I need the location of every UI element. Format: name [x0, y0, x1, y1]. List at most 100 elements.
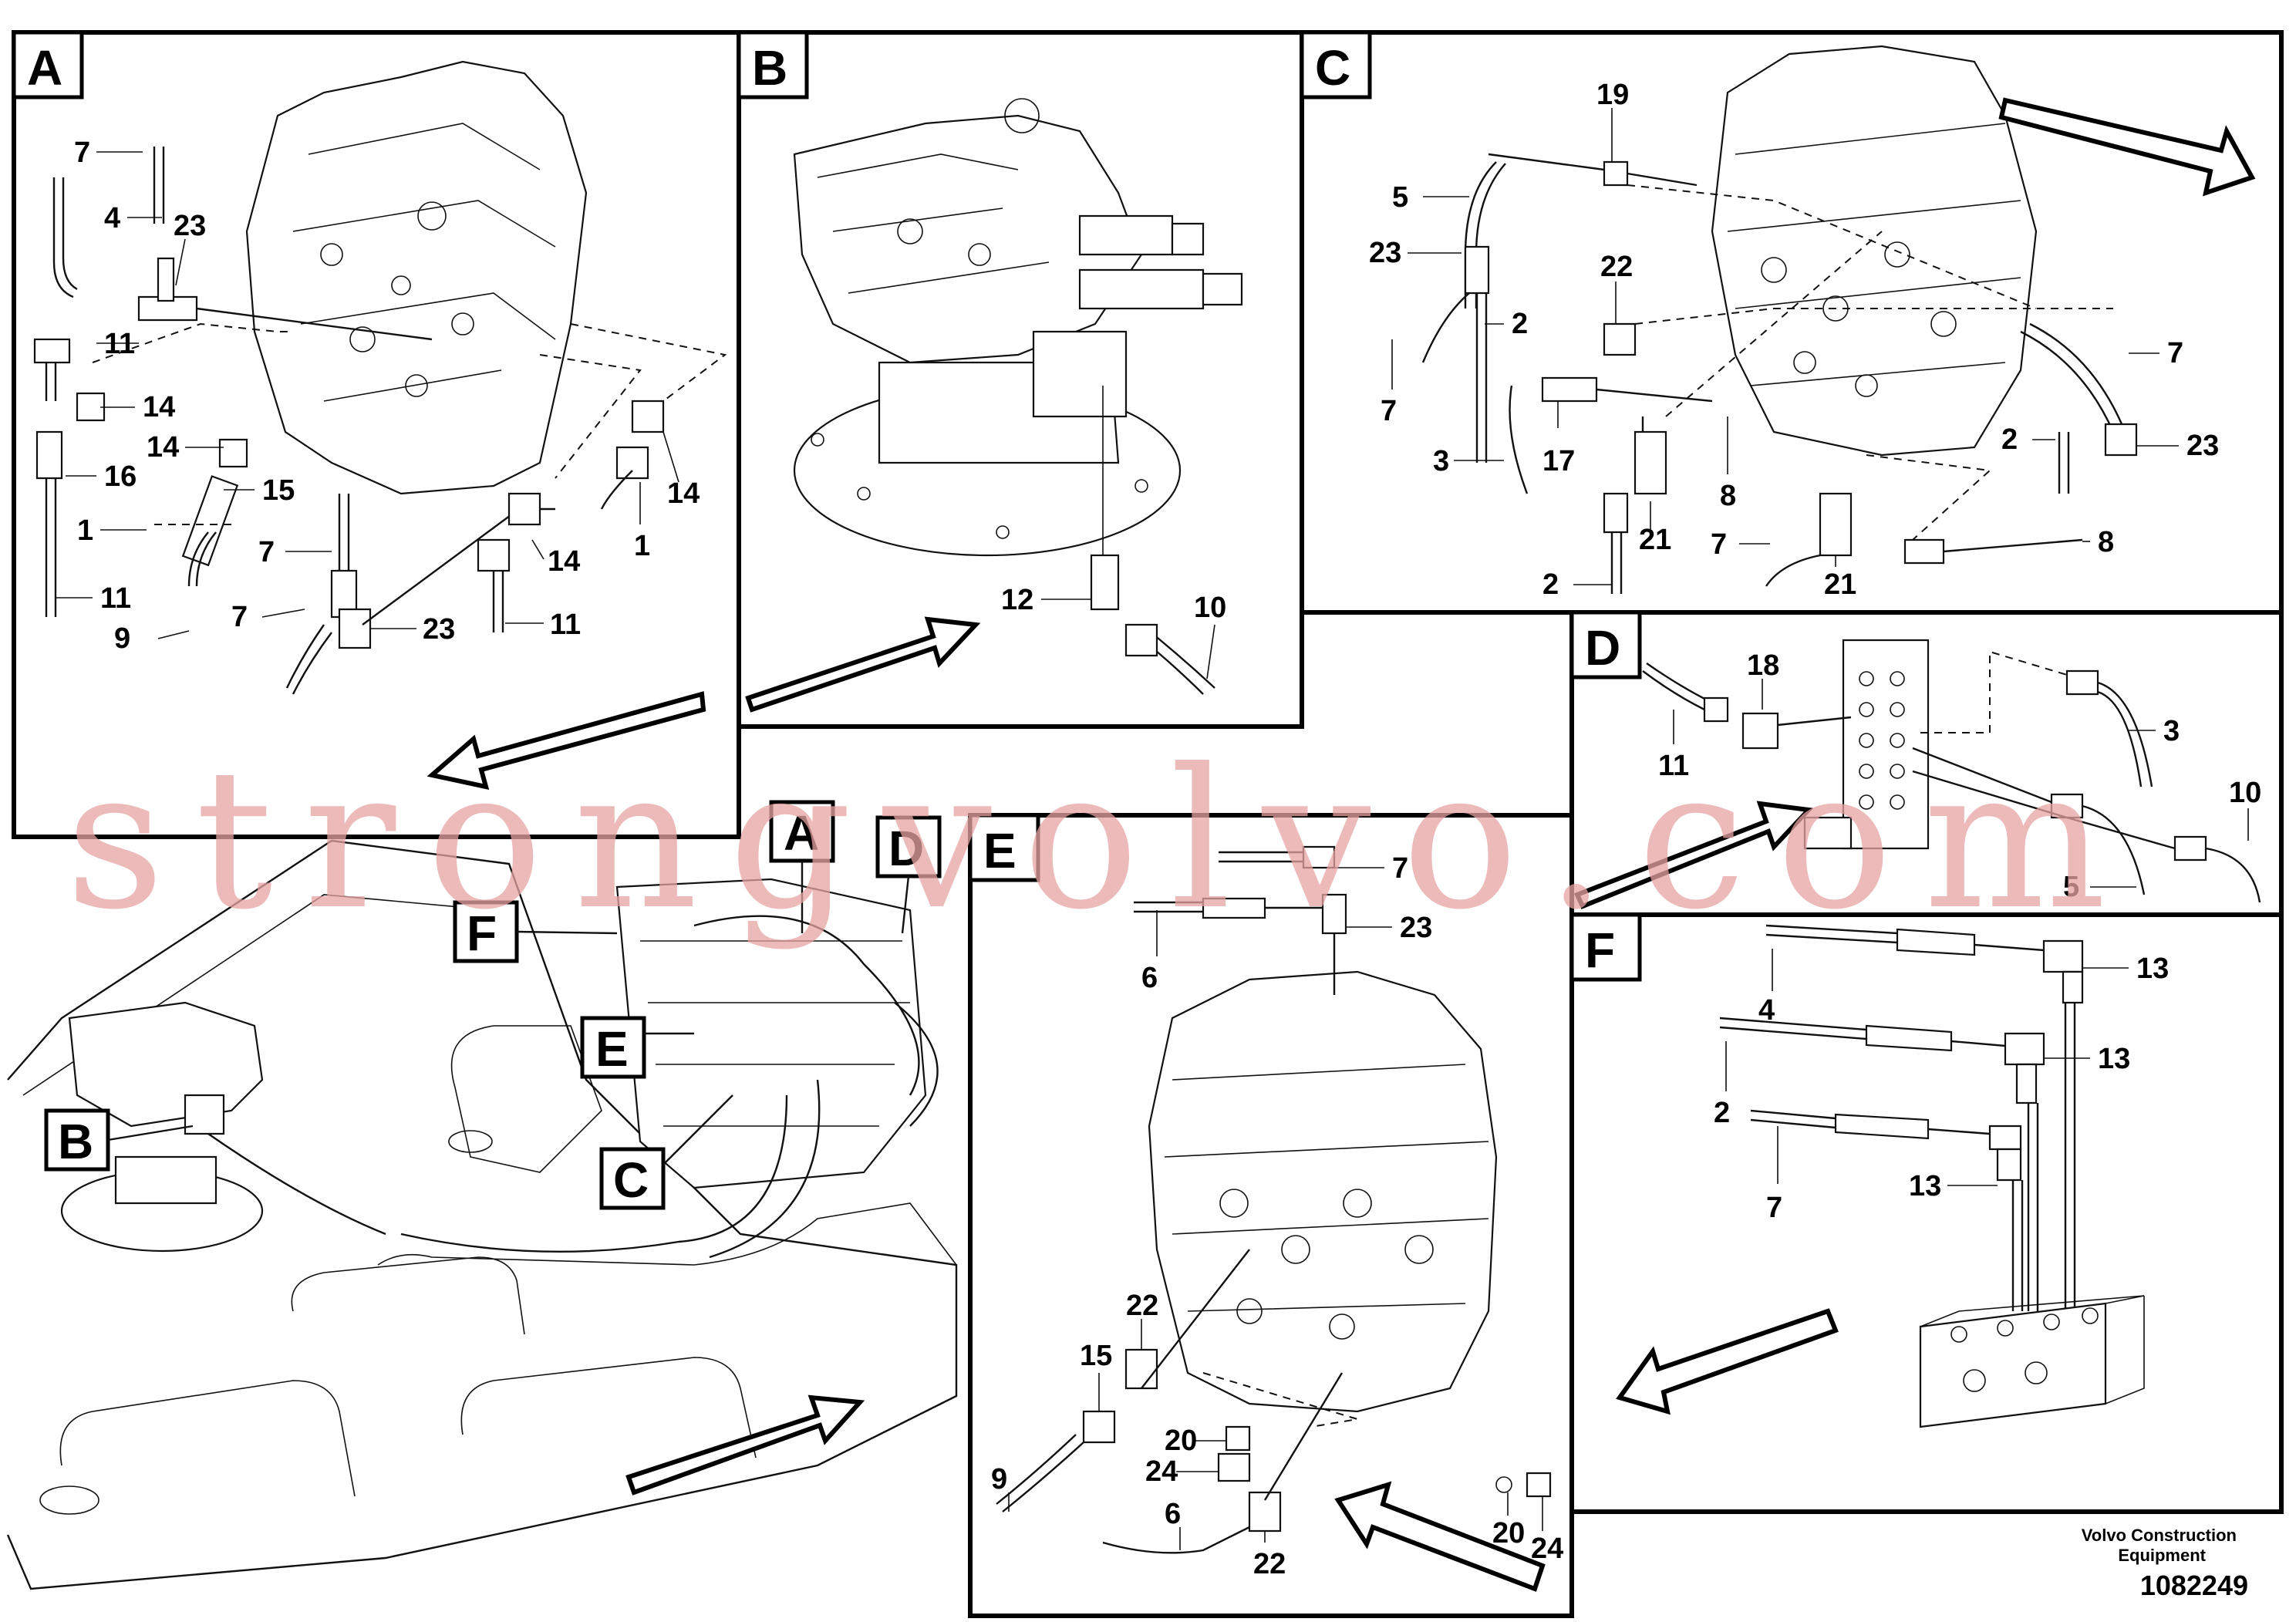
drawing-number: 1082249 — [2140, 1570, 2248, 1601]
callout: 3 — [2163, 715, 2180, 747]
callout: 11 — [1658, 750, 1689, 782]
callout: 8 — [1720, 480, 1736, 512]
callout: 21 — [1824, 568, 1856, 601]
callout: 7 — [258, 536, 275, 568]
callout: 14 — [667, 477, 700, 510]
callout: 14 — [147, 431, 179, 464]
callout: 7 — [1392, 852, 1408, 885]
callout: 6 — [1165, 1498, 1181, 1530]
overview-label-e: E — [595, 1021, 629, 1077]
callout: 22 — [1126, 1290, 1158, 1322]
callout: 14 — [143, 391, 175, 423]
callout: 23 — [423, 613, 455, 646]
panel-f-label: F — [1585, 922, 1615, 978]
callout: 23 — [174, 210, 206, 242]
watermark: strongvolvo.com — [66, 727, 2137, 952]
callout: 7 — [74, 137, 90, 169]
callout: 23 — [1369, 237, 1401, 269]
callout: 7 — [1711, 528, 1727, 561]
panel-e-label: E — [983, 823, 1017, 878]
panel-b-label-box — [737, 30, 809, 99]
callout: 7 — [1766, 1192, 1782, 1224]
pilot-manifold — [1842, 639, 1930, 850]
callout: 19 — [1596, 79, 1629, 111]
control-valve-a — [245, 60, 588, 495]
panel-e-callouts: 7 23 6 22 15 20 24 9 6 22 20 24 — [991, 852, 1563, 1580]
overview-label-f: F — [467, 905, 497, 961]
callout: 24 — [1145, 1455, 1178, 1488]
callout: 17 — [1542, 445, 1575, 477]
callout: 22 — [1253, 1548, 1286, 1580]
footer: Volvo Construction Equipment 1082249 — [2082, 1526, 2248, 1601]
overview-frame-drawing: A D F E B C — [6, 800, 958, 1590]
panel-d-label-box — [1569, 610, 1642, 679]
callout: 8 — [2098, 526, 2114, 558]
callout: 5 — [2063, 871, 2079, 903]
overview-label-b: B — [58, 1114, 93, 1169]
callout: 15 — [262, 474, 295, 507]
panel-a-callouts: 7 4 23 11 14 14 16 15 1 11 9 7 7 23 14 1… — [56, 137, 700, 655]
control-valve-e — [1148, 970, 1498, 1413]
callout: 13 — [1909, 1170, 1941, 1202]
callout: 9 — [114, 622, 130, 655]
callout: 22 — [1600, 251, 1633, 283]
callout: 23 — [2186, 430, 2219, 462]
panel-c-label: C — [1315, 40, 1350, 96]
panel-d: D 18 11 3 10 5 — [1569, 610, 2284, 917]
callout: 1 — [634, 530, 650, 562]
flow-arrow-f — [1616, 1308, 1839, 1415]
callout: 1 — [77, 514, 93, 547]
panel-d-label: D — [1585, 620, 1620, 676]
callout: 2 — [1542, 568, 1559, 601]
callout: 5 — [1392, 181, 1408, 214]
callout: 20 — [1165, 1425, 1197, 1457]
callout: 13 — [2136, 953, 2169, 985]
overview-label-d: D — [888, 821, 924, 876]
panel-c-label-box — [1300, 30, 1372, 99]
overview-labels: A D F E B C — [44, 800, 942, 1210]
flow-arrow-a — [426, 691, 706, 790]
overview-swing-motor — [68, 1001, 264, 1128]
callout: 6 — [1141, 962, 1158, 994]
callout: 11 — [104, 328, 135, 360]
callout: 16 — [104, 460, 137, 493]
panel-f-frame — [1569, 912, 2284, 1514]
callout: 9 — [991, 1463, 1007, 1496]
callout: 23 — [1400, 912, 1432, 944]
callout: 7 — [231, 601, 248, 633]
panel-b: B 12 10 — [737, 30, 1304, 729]
flow-arrow-overview — [625, 1394, 865, 1496]
callout: 7 — [1381, 395, 1397, 427]
callout: 10 — [1194, 592, 1226, 624]
panel-f-label-box — [1569, 912, 1642, 982]
callout: 4 — [104, 202, 120, 234]
panel-c-callouts: 19 5 23 22 2 7 3 17 8 21 7 21 2 7 2 23 8 — [1369, 79, 2219, 601]
callout: 13 — [2098, 1043, 2130, 1075]
callout: 20 — [1492, 1517, 1525, 1549]
junction-block — [1919, 1302, 2107, 1428]
callout: 12 — [1001, 584, 1033, 616]
panel-f: F 13 4 13 2 13 7 — [1569, 912, 2284, 1514]
panel-a-label: A — [27, 40, 62, 96]
panel-b-callouts: 12 10 — [1001, 584, 1226, 679]
callout: 14 — [548, 545, 580, 578]
flow-arrow-d — [1573, 801, 1814, 909]
callout: 2 — [1512, 308, 1528, 340]
callout: 2 — [2001, 423, 2018, 456]
flow-arrow-c — [1998, 97, 2256, 197]
panel-a-label-box — [12, 30, 84, 99]
control-valve-c — [1711, 45, 2038, 457]
overview-label-c: C — [613, 1152, 649, 1208]
callout: 18 — [1747, 649, 1779, 682]
callout: 3 — [1433, 445, 1449, 477]
overview-label-a: A — [784, 805, 819, 861]
callout: 4 — [1758, 994, 1775, 1027]
panel-f-callouts: 13 4 13 2 13 7 — [1714, 949, 2169, 1224]
callout: 11 — [550, 609, 581, 641]
company-name-line2: Equipment — [2118, 1546, 2206, 1565]
callout: 7 — [2167, 337, 2183, 369]
panel-a: A 7 4 23 11 14 14 16 15 1 11 9 7 7 23 14… — [12, 30, 741, 839]
panel-d-callouts: 18 11 3 10 5 — [1658, 649, 2261, 903]
callout: 10 — [2229, 777, 2261, 809]
